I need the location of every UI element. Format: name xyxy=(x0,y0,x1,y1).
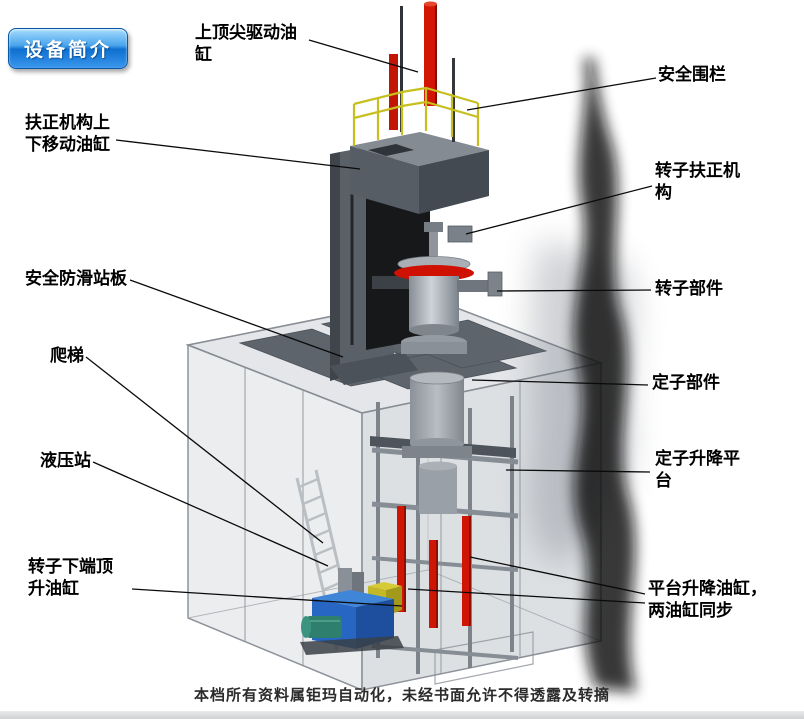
stator-assembly xyxy=(402,371,472,514)
label-safety-fence: 安全围栏 xyxy=(658,65,726,84)
top-drive-cylinders xyxy=(389,1,455,142)
leader-lines xyxy=(85,39,657,607)
label-stator-lift-platform: 定子升降平台 xyxy=(655,449,740,491)
ink-smudge xyxy=(526,58,636,692)
rotor-assembly xyxy=(372,222,503,354)
pit-red-cylinders xyxy=(397,506,471,628)
label-rotor-bottom-jack-cylinder: 转子下端顶升油缸 xyxy=(28,557,113,599)
label-centering-mechanism-cylinder: 扶正机构上下移动油缸 xyxy=(25,113,110,155)
safety-railing xyxy=(352,86,480,146)
label-platform-lift-cylinders: 平台升降油缸，两油缸同步 xyxy=(648,579,767,621)
confidentiality-footer: 本档所有资料属钜玛自动化，未经书面允许不得透露及转摘 xyxy=(193,687,610,704)
label-rotor-component: 转子部件 xyxy=(655,279,723,298)
label-stator-component: 定子部件 xyxy=(652,373,720,392)
head-box xyxy=(350,132,489,214)
label-rotor-centering-mechanism: 转子扶正机构 xyxy=(655,161,740,203)
hydraulic-station xyxy=(300,568,404,655)
label-anti-slip-platform: 安全防滑站板 xyxy=(25,269,127,288)
label-ladder: 爬梯 xyxy=(50,346,84,365)
label-top-drive-cylinder: 上顶尖驱动油缸 xyxy=(195,23,297,65)
bottom-strip xyxy=(0,711,804,719)
label-hydraulic-station: 液压站 xyxy=(40,451,91,470)
slide-title-badge: 设备简介 xyxy=(8,28,129,69)
